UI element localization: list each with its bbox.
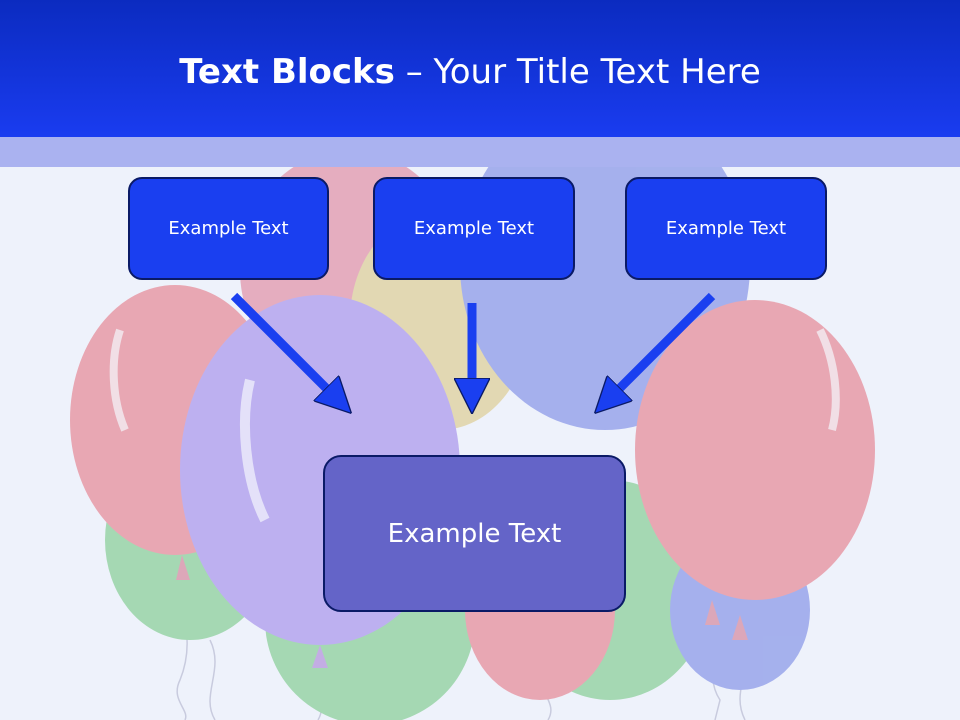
title-bold-part: Text Blocks [179,52,395,92]
text-block-top-left[interactable]: Example Text [128,177,329,280]
slide-title: Text Blocks – Your Title Text Here [0,52,940,92]
text-block-main-label: Example Text [387,518,562,549]
text-block-top-right[interactable]: Example Text [625,177,827,280]
text-block-main[interactable]: Example Text [323,455,626,612]
arrow-down-left [606,292,716,402]
text-block-top-center-label: Example Text [413,218,535,239]
header-accent-band [0,137,960,167]
title-rest-part: – Your Title Text Here [394,52,761,92]
text-block-top-center[interactable]: Example Text [373,177,575,280]
text-block-top-right-label: Example Text [665,218,787,239]
arrow-down-right [230,292,340,402]
text-block-top-left-label: Example Text [168,218,289,239]
title-bar [0,0,960,137]
